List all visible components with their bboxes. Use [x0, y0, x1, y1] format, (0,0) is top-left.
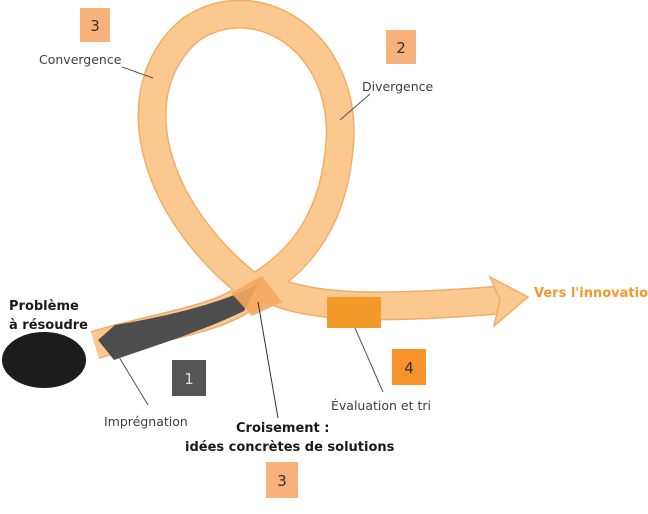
evaluation-segment [327, 297, 381, 328]
loop-band [91, 1, 502, 358]
leader-crossing [257, 301, 279, 419]
label-convergence: Convergence [39, 52, 122, 67]
leader-divergence [339, 93, 371, 121]
label-problem-line1: Problème [9, 299, 79, 314]
badge-evaluation: 4 [392, 349, 426, 385]
badge-crossing-number: 3 [277, 472, 287, 490]
badge-divergence: 2 [386, 30, 416, 64]
label-impregnation: Imprégnation [104, 414, 188, 429]
leader-impregnation [115, 351, 149, 406]
badge-impregnation-number: 1 [184, 370, 194, 388]
badge-divergence-number: 2 [396, 39, 406, 57]
badge-impregnation: 1 [172, 360, 206, 396]
label-divergence: Divergence [362, 79, 434, 94]
label-crossing-line2: idées concrètes de solutions [185, 440, 395, 455]
label-evaluation: Évaluation et tri [331, 398, 431, 413]
badge-convergence-number: 3 [90, 17, 100, 35]
loop-arrowhead [488, 275, 530, 329]
crossing-highlight [231, 276, 282, 316]
badge-evaluation-number: 4 [404, 359, 414, 377]
label-crossing-line1: Croisement : [236, 421, 329, 436]
problem-blob [2, 332, 86, 388]
label-problem-line2: à résoudre [9, 318, 88, 333]
label-goal: Vers l'innovation [534, 286, 648, 301]
leader-evaluation [354, 327, 384, 393]
impregnation-tail [98, 284, 258, 360]
badge-convergence: 3 [80, 8, 110, 42]
leader-convergence [121, 66, 154, 79]
badge-crossing: 3 [266, 462, 298, 498]
